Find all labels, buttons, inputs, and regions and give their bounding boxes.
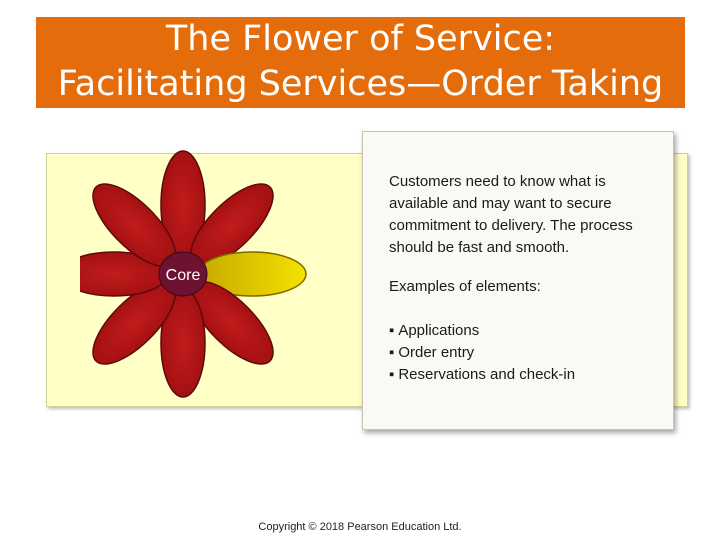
flower-center [158, 251, 208, 297]
description-box: Customers need to know what is available… [362, 131, 674, 430]
slide-title: The Flower of Service: Facilitating Serv… [36, 17, 685, 107]
copyright-footer: Copyright © 2018 Pearson Education Ltd. [258, 521, 462, 533]
list-item: Reservations and check-in [389, 364, 575, 386]
title-bar: The Flower of Service: Facilitating Serv… [36, 17, 685, 108]
examples-heading: Examples of elements: [389, 278, 541, 295]
description-text: Customers need to know what is available… [389, 173, 633, 256]
list-item: Order entry [389, 342, 575, 364]
list-item: Applications [389, 320, 575, 342]
examples-list: Applications Order entry Reservations an… [389, 320, 575, 386]
title-line-1: The Flower of Service: [165, 19, 556, 59]
flower-center-label: Core [166, 267, 201, 284]
title-line-2: Facilitating Services—Order Taking [57, 64, 664, 104]
flower-of-service-diagram: Core [80, 150, 307, 398]
